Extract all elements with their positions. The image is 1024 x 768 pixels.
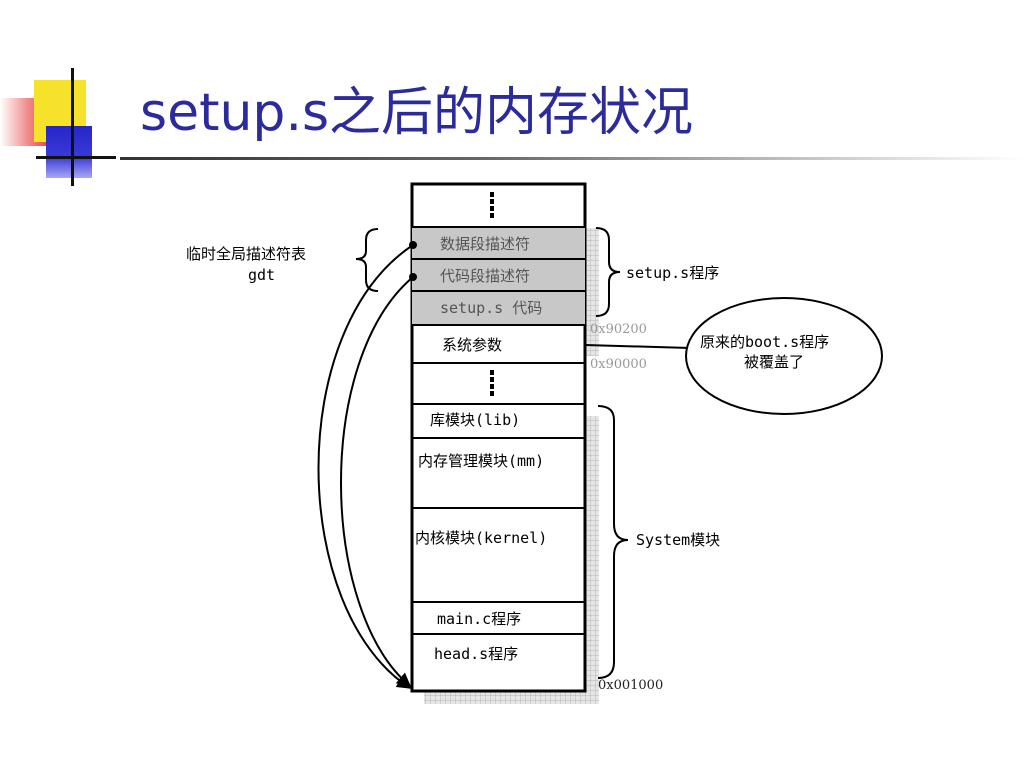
- boot-overwritten-callout: [685, 297, 883, 415]
- setup-program-label: setup.s程序: [626, 264, 719, 282]
- ellipsis-vertical-icon: [490, 192, 494, 218]
- callout-connector: [584, 344, 691, 349]
- gdt-brace-icon: [355, 228, 379, 292]
- title-underline: [120, 157, 1024, 160]
- gdt-data-block: [412, 228, 585, 258]
- head-label: head.s程序: [434, 645, 518, 663]
- logo-horizontal-line: [36, 156, 116, 159]
- gdt-code-block: [412, 260, 585, 290]
- upper-shadow: [585, 228, 599, 356]
- gdt-label-line1: 临时全局描述符表: [186, 245, 306, 263]
- setup-code-block: [412, 292, 585, 324]
- address-90200: 0x90200: [590, 322, 647, 337]
- gdt-data-label: 数据段描述符: [440, 235, 530, 253]
- logo-vertical-line: [71, 68, 74, 186]
- address-90000: 0x90000: [590, 357, 647, 372]
- setup-brace-icon: [595, 227, 621, 317]
- setup-code-label: setup.s 代码: [440, 299, 542, 317]
- logo-blue-block: [46, 126, 92, 178]
- address-1000: 0x001000: [598, 678, 663, 693]
- system-module-label: System模块: [636, 531, 720, 549]
- ellipsis-vertical-icon: [490, 370, 494, 396]
- lib-label: 库模块(lib): [430, 411, 520, 429]
- gdt-code-label: 代码段描述符: [440, 267, 530, 285]
- slide-logo: [0, 60, 140, 190]
- arrow-icon: [317, 244, 414, 689]
- callout-line1: 原来的boot.s程序: [700, 333, 829, 351]
- mm-label: 内存管理模块(mm): [418, 452, 544, 470]
- sys-params-label: 系统参数: [442, 336, 502, 354]
- arrow-icon: [340, 276, 414, 687]
- main-label: main.c程序: [437, 610, 521, 628]
- block-separators: [412, 226, 585, 635]
- system-brace-icon: [597, 405, 629, 679]
- lower-shadow-bottom: [424, 690, 599, 704]
- gdt-label-line2: gdt: [248, 266, 275, 284]
- callout-line2: 被覆盖了: [744, 353, 804, 371]
- lower-shadow-side: [585, 416, 599, 704]
- slide-title: setup.s之后的内存状况: [140, 83, 694, 143]
- kernel-label: 内核模块(kernel): [415, 529, 547, 547]
